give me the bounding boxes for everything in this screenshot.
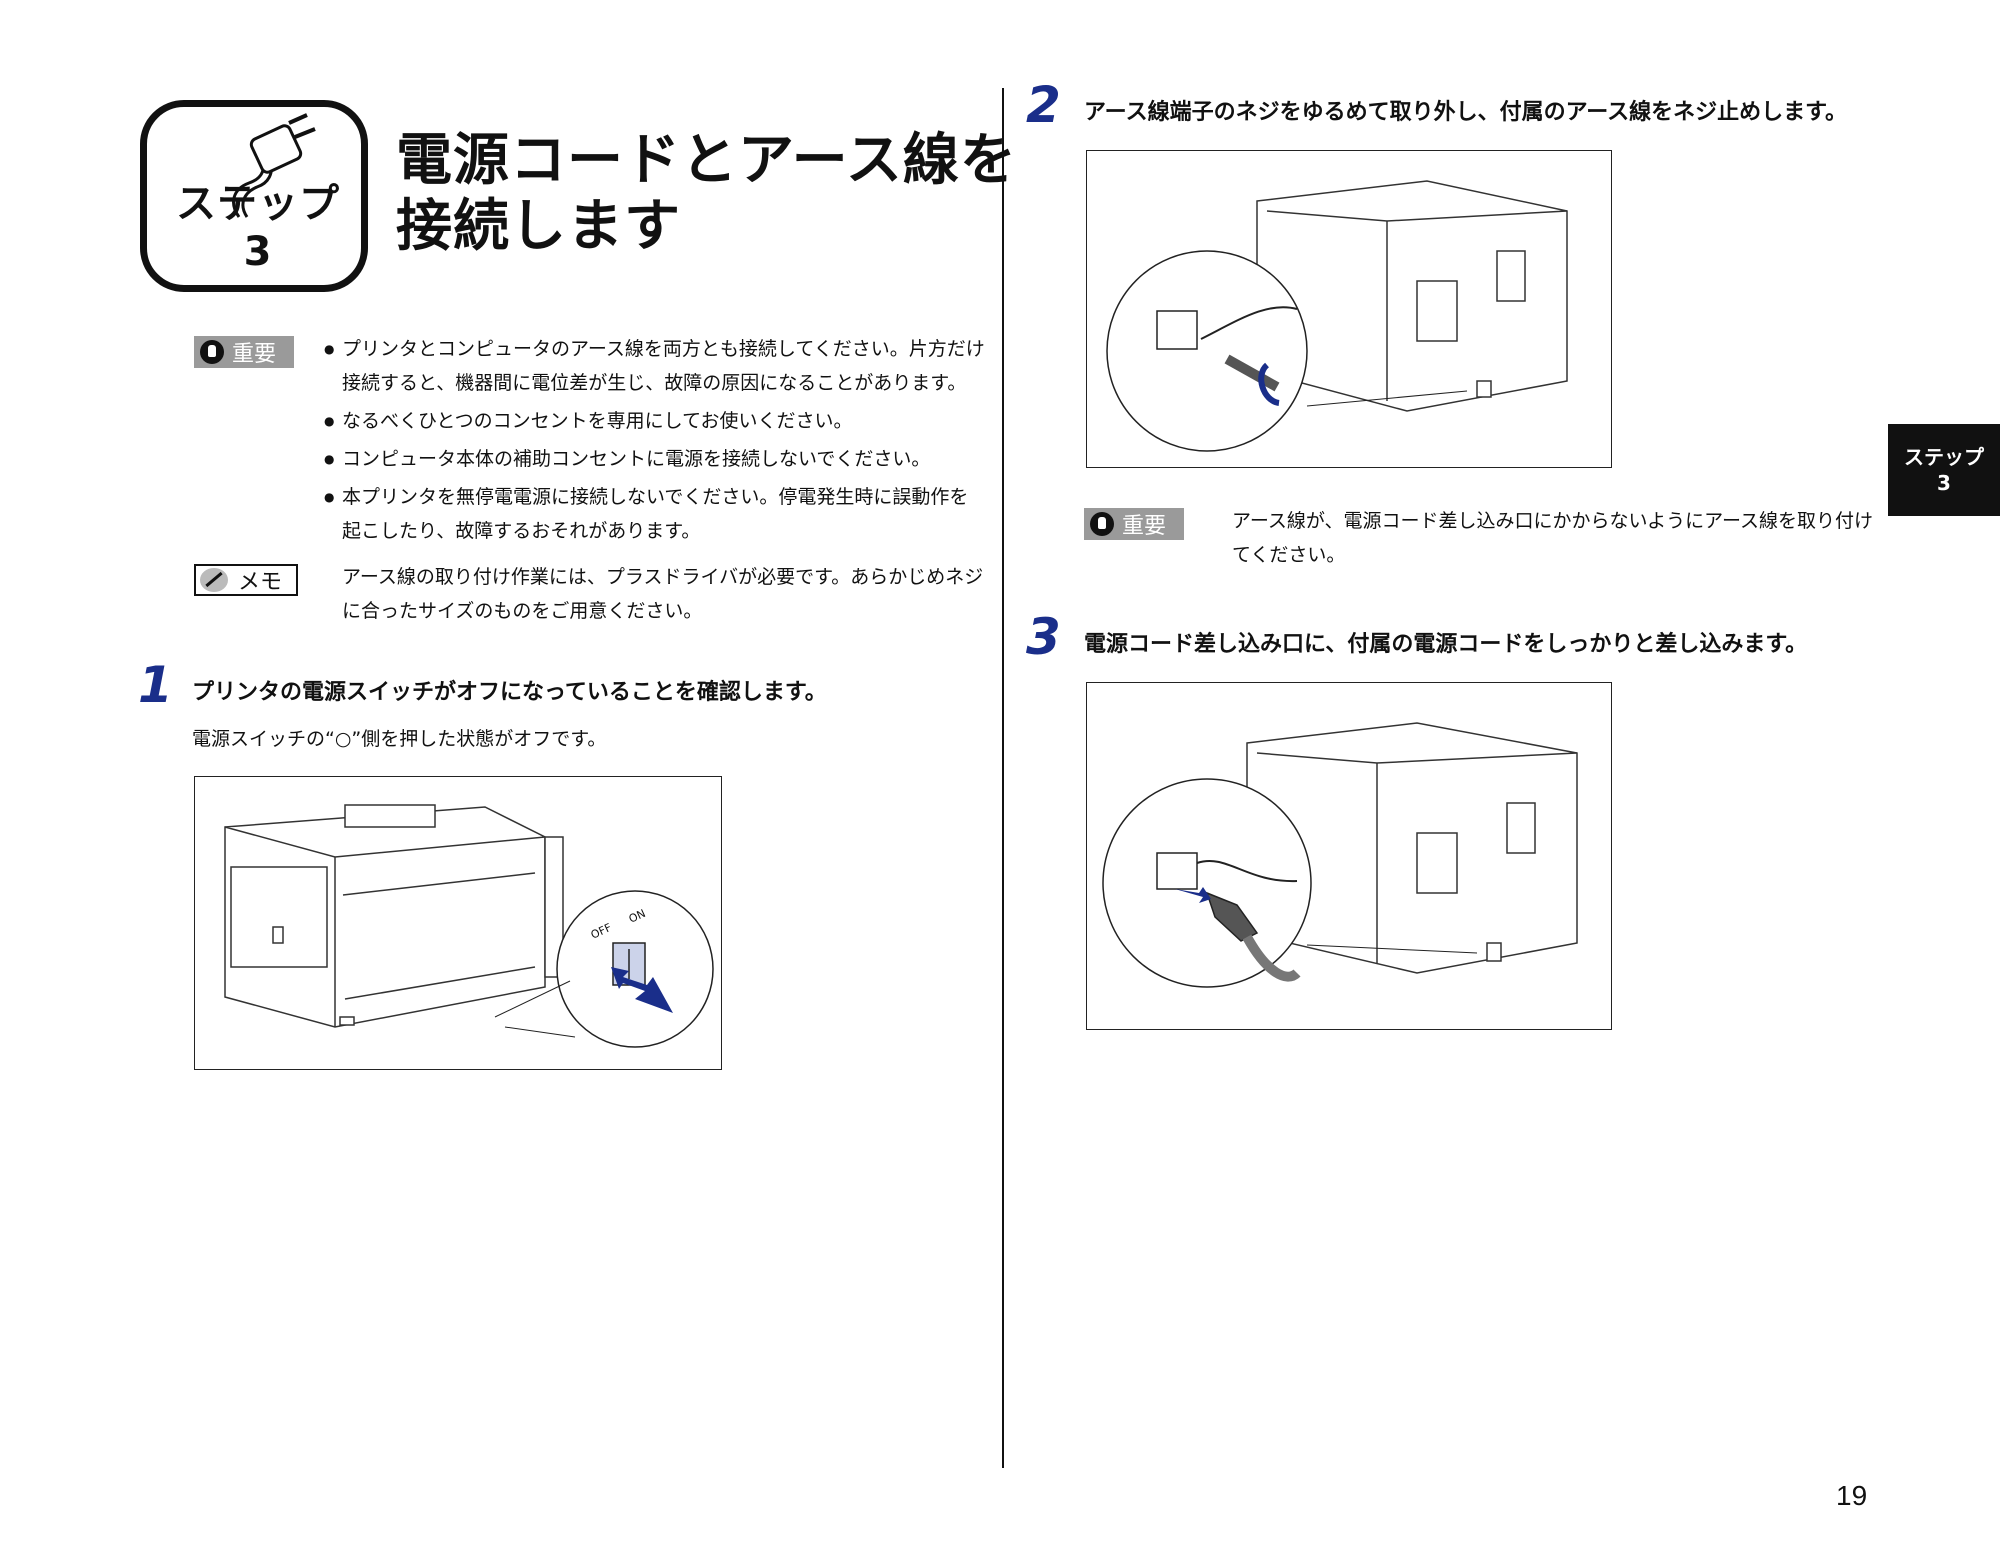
memo-note: アース線の取り付け作業には、プラスドライバが必要です。あらかじめネジに合ったサイ… xyxy=(342,566,984,622)
important-note: コンピュータ本体の補助コンセントに電源を接続しないでください。 xyxy=(324,442,986,476)
switch-on-label: ON xyxy=(627,907,648,926)
printer-rear-cord-drawing xyxy=(1102,722,1578,988)
step-number: 2 xyxy=(1026,76,1061,134)
step-badge: ステップ 3 xyxy=(140,100,368,292)
step2-heading: アース線端子のネジをゆるめて取り外し、付属のアース線をネジ止めします。 xyxy=(1084,100,1847,125)
power-cord-illustration xyxy=(1086,682,1612,1030)
printer-front-illustration: OFF ON xyxy=(194,776,722,1070)
important-note: プリンタとコンピュータのアース線を両方とも接続してください。片方だけ接続すると、… xyxy=(324,332,986,400)
step2-note: アース線が、電源コード差し込み口にかからないようにアース線を取り付けてください。 xyxy=(1232,510,1874,566)
side-tab-line1: ステップ xyxy=(1904,445,1984,469)
step3-heading: 電源コード差し込み口に、付属の電源コードをしっかりと差し込みます。 xyxy=(1084,632,1808,657)
power-plug-icon xyxy=(232,113,316,218)
important-note: 本プリンタを無停電電源に接続しないでください。停電発生時に誤動作を起こしたり、故… xyxy=(324,480,986,548)
hand-stop-icon xyxy=(1090,512,1114,536)
step1-text: 電源スイッチの“○”側を押した状態がオフです。 xyxy=(192,728,607,750)
step1-heading: プリンタの電源スイッチがオフになっていることを確認します。 xyxy=(192,680,827,705)
page-number: 19 xyxy=(1836,1480,1868,1511)
page-title-line1: 電源コードとアース線を xyxy=(396,128,1017,193)
important-tag-label: 重要 xyxy=(232,342,277,367)
important-notes-list: プリンタとコンピュータのアース線を両方とも接続してください。片方だけ接続すると、… xyxy=(324,332,986,548)
page-title-line2: 接続します xyxy=(396,194,681,259)
hand-stop-icon xyxy=(200,340,224,364)
important-tag-label: 重要 xyxy=(1122,514,1167,539)
memo-tag-label: メモ xyxy=(238,570,283,595)
step-badge-label: ステップ 3 xyxy=(176,181,340,275)
important-note: なるべくひとつのコンセントを専用にしてお使いください。 xyxy=(324,404,986,438)
printer-rear-ground-drawing xyxy=(1106,180,1568,452)
important-tag: 重要 xyxy=(194,336,295,368)
pencil-icon xyxy=(200,568,228,592)
page-title: 電源コードとアース線を 接続します xyxy=(396,128,1017,260)
step-number: 3 xyxy=(1026,608,1061,666)
step-number: 1 xyxy=(138,656,173,714)
printer-front-drawing: OFF ON xyxy=(224,804,714,1048)
chapter-side-tab: ステップ 3 xyxy=(1888,424,2000,516)
column-divider xyxy=(1002,88,1004,1468)
important-tag: 重要 xyxy=(1084,508,1185,540)
ground-wire-illustration xyxy=(1086,150,1612,468)
side-tab-line2: 3 xyxy=(1937,471,1951,495)
memo-tag: メモ xyxy=(194,564,299,596)
